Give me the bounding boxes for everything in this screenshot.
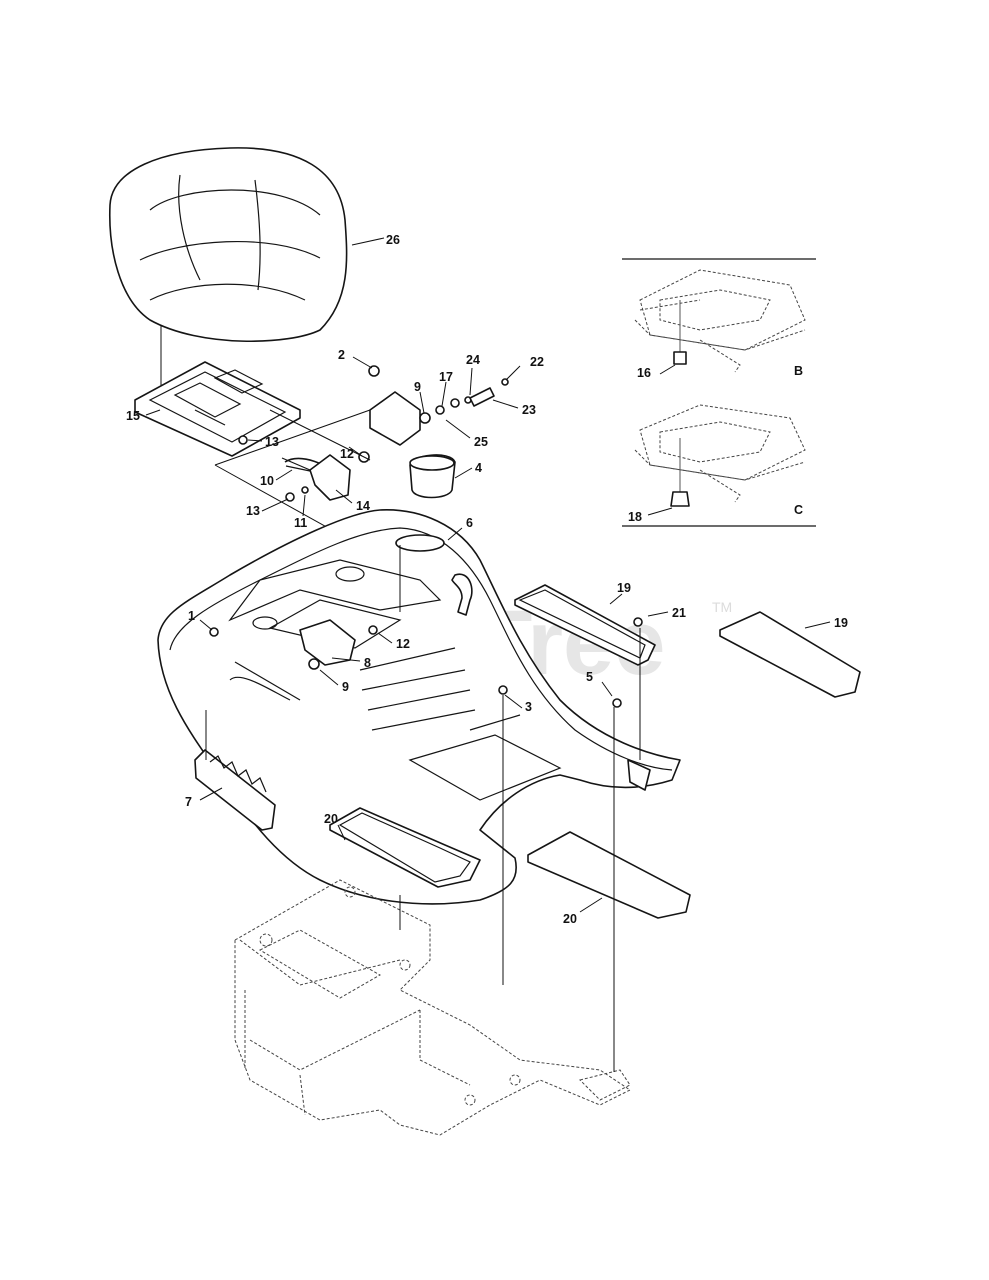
chassis-frame xyxy=(234,879,631,1136)
callout-13-lower: 13 xyxy=(246,504,260,518)
view-label-b: B xyxy=(794,364,803,378)
callout-19-pad: 19 xyxy=(834,616,848,630)
callout-3: 3 xyxy=(525,700,532,714)
seat xyxy=(108,147,348,410)
inset-views: B C xyxy=(622,258,816,527)
callout-12-lower: 12 xyxy=(396,637,410,651)
callout-26: 26 xyxy=(386,233,400,247)
callout-11: 11 xyxy=(294,516,307,530)
callout-22: 22 xyxy=(530,355,544,369)
fender-hardware xyxy=(209,617,643,708)
callout-7: 7 xyxy=(185,795,192,809)
callout-14: 14 xyxy=(356,499,370,513)
inset-b-frame xyxy=(634,269,806,373)
view-label-c: C xyxy=(794,503,803,517)
callout-10: 10 xyxy=(260,474,274,488)
callout-5: 5 xyxy=(586,670,593,684)
fuel-cup xyxy=(409,454,456,499)
leaders xyxy=(145,237,831,913)
fender-body xyxy=(157,509,681,905)
height-bracket xyxy=(194,710,276,831)
callout-6: 6 xyxy=(466,516,473,530)
callout-12-upper: 12 xyxy=(340,447,354,461)
callout-24: 24 xyxy=(466,353,480,367)
seat-pan xyxy=(134,361,301,457)
callout-17: 17 xyxy=(439,370,453,384)
watermark-trademark: TM xyxy=(712,599,732,615)
callout-23: 23 xyxy=(522,403,536,417)
callout-25: 25 xyxy=(474,435,488,449)
callout-20-left: 20 xyxy=(324,812,338,826)
callout-18: 18 xyxy=(628,510,642,524)
callout-21: 21 xyxy=(672,606,686,620)
callout-4: 4 xyxy=(475,461,482,475)
callout-15: 15 xyxy=(126,409,140,423)
callout-labels: 26 2 15 13 10 12 14 13 11 9 17 24 22 23 … xyxy=(126,233,848,926)
floor-mats xyxy=(329,584,861,919)
callout-9-lower: 9 xyxy=(342,680,349,694)
callout-20-right: 20 xyxy=(563,912,577,926)
assembly-lines xyxy=(399,545,641,1072)
callout-8: 8 xyxy=(364,656,371,670)
callout-1: 1 xyxy=(188,609,195,623)
callout-19-mat: 19 xyxy=(617,581,631,595)
inset-c-frame xyxy=(634,404,806,507)
callout-9-upper: 9 xyxy=(414,380,421,394)
callout-2: 2 xyxy=(338,348,345,362)
callout-13-upper: 13 xyxy=(265,435,279,449)
callout-16: 16 xyxy=(637,366,651,380)
